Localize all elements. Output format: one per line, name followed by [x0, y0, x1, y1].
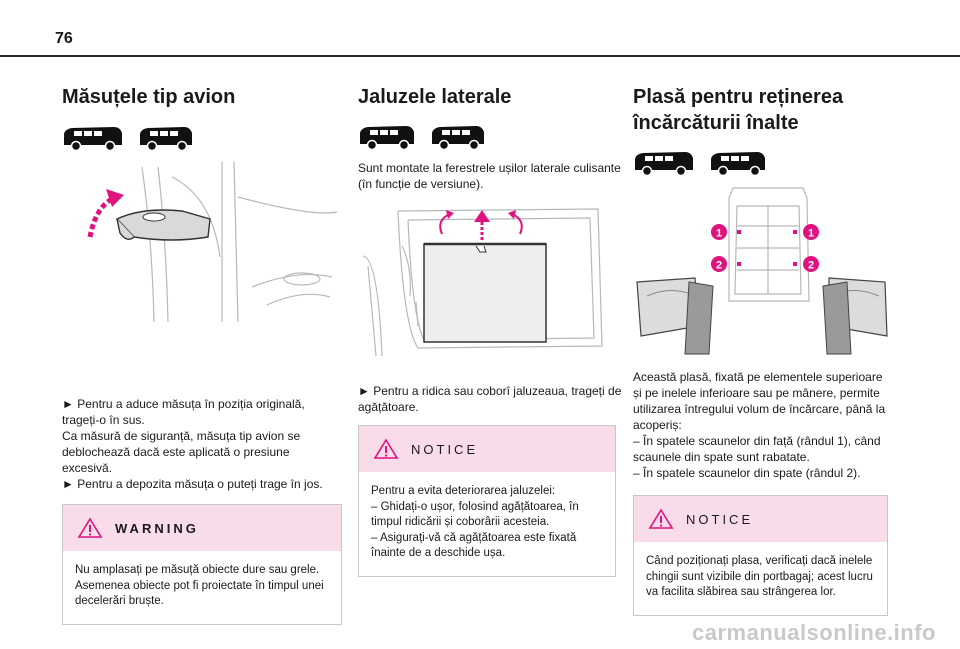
notice-box: NOTICE Când poziționați plasa, verificaț…	[633, 495, 888, 616]
warning-triangle-icon	[77, 517, 103, 538]
warning-text: Nu amplasați pe măsuță obiecte dure sau …	[75, 564, 324, 607]
van-long-icon	[432, 126, 484, 150]
notice-text: Când poziționați plasa, verificați dacă …	[646, 555, 873, 598]
section-title-line1: Plasă pentru reținerea	[633, 86, 844, 108]
van-short-icon	[635, 152, 693, 176]
notice-box: NOTICE Pentru a evita deteriorarea jaluz…	[358, 425, 616, 577]
section-side-blinds: Jaluzele laterale Sunt montate la ferest…	[358, 78, 638, 577]
net-position-label-2-left: 2	[716, 260, 722, 272]
tray-table-instructions: ► Pentru a aduce măsuța în poziția origi…	[62, 397, 323, 491]
van-long-icon	[140, 127, 192, 151]
section-title: Jaluzele laterale	[358, 86, 512, 108]
van-short-icon	[360, 126, 414, 150]
notice-text: Pentru a evita deteriorarea jaluzelei: –…	[371, 485, 579, 559]
watermark: carmanualsonline.info	[692, 620, 936, 645]
section-tray-tables: Măsuțele tip avion	[62, 78, 342, 625]
vehicle-versions	[633, 150, 913, 176]
warning-title: WARNING	[115, 520, 199, 536]
page-number: 76	[55, 30, 73, 47]
warning-header: WARNING	[63, 505, 341, 551]
net-position-label-1-left: 1	[716, 228, 722, 240]
net-position-label-2-right: 2	[808, 260, 814, 272]
net-position-label-1-right: 1	[808, 228, 814, 240]
notice-header: NOTICE	[359, 426, 615, 472]
warning-triangle-icon	[648, 508, 674, 529]
vehicle-versions	[62, 125, 342, 151]
van-long-icon	[711, 152, 765, 176]
load-net-description: Această plasă, fixată pe elementele supe…	[633, 370, 886, 480]
van-short-icon	[64, 127, 122, 151]
section-title: Măsuțele tip avion	[62, 86, 236, 108]
side-blind-illustration	[362, 208, 603, 357]
vehicle-versions	[358, 124, 638, 150]
load-net-illustration: 1 1 2 2	[636, 187, 888, 355]
side-blinds-intro: Sunt montate la ferestrele ușilor latera…	[358, 161, 621, 191]
notice-title: NOTICE	[411, 441, 479, 457]
notice-header: NOTICE	[634, 496, 887, 542]
warning-triangle-icon	[373, 438, 399, 459]
warning-box: WARNING Nu amplasați pe măsuță obiecte d…	[62, 504, 342, 625]
section-title-line2: încărcăturii înalte	[633, 112, 799, 134]
notice-title: NOTICE	[686, 511, 754, 527]
section-high-load-net: Plasă pentru reținerea încărcăturii înal…	[633, 78, 913, 616]
tray-table-illustration	[87, 161, 338, 323]
side-blinds-instructions: ► Pentru a ridica sau coborî jaluzeaua, …	[358, 384, 622, 414]
header-rule	[0, 55, 960, 57]
section-title: Plasă pentru reținerea încărcăturii înal…	[633, 84, 913, 136]
